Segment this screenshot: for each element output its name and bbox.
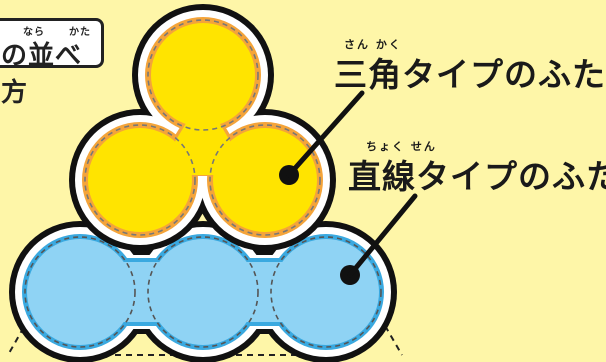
straight-type-ruby: ちょく せん (366, 140, 437, 153)
straight-type-leader-line (347, 193, 418, 278)
triangle-type-text: 三角タイプのふた (334, 55, 606, 94)
title-ruby-kata: かた (69, 27, 91, 38)
triangle-type-lid (69, 4, 336, 251)
arrangement-title: の並べ方 (1, 41, 83, 108)
triangle-type-leader-line (286, 90, 365, 178)
arrangement-title-box: なら かた の並べ方 (0, 18, 104, 108)
triangle-type-ruby: さん かく (344, 38, 402, 51)
straight-type-text: 直線タイプのふた (348, 157, 606, 196)
title-ruby-nara: なら (23, 27, 45, 38)
straight-type-lid (9, 221, 397, 362)
